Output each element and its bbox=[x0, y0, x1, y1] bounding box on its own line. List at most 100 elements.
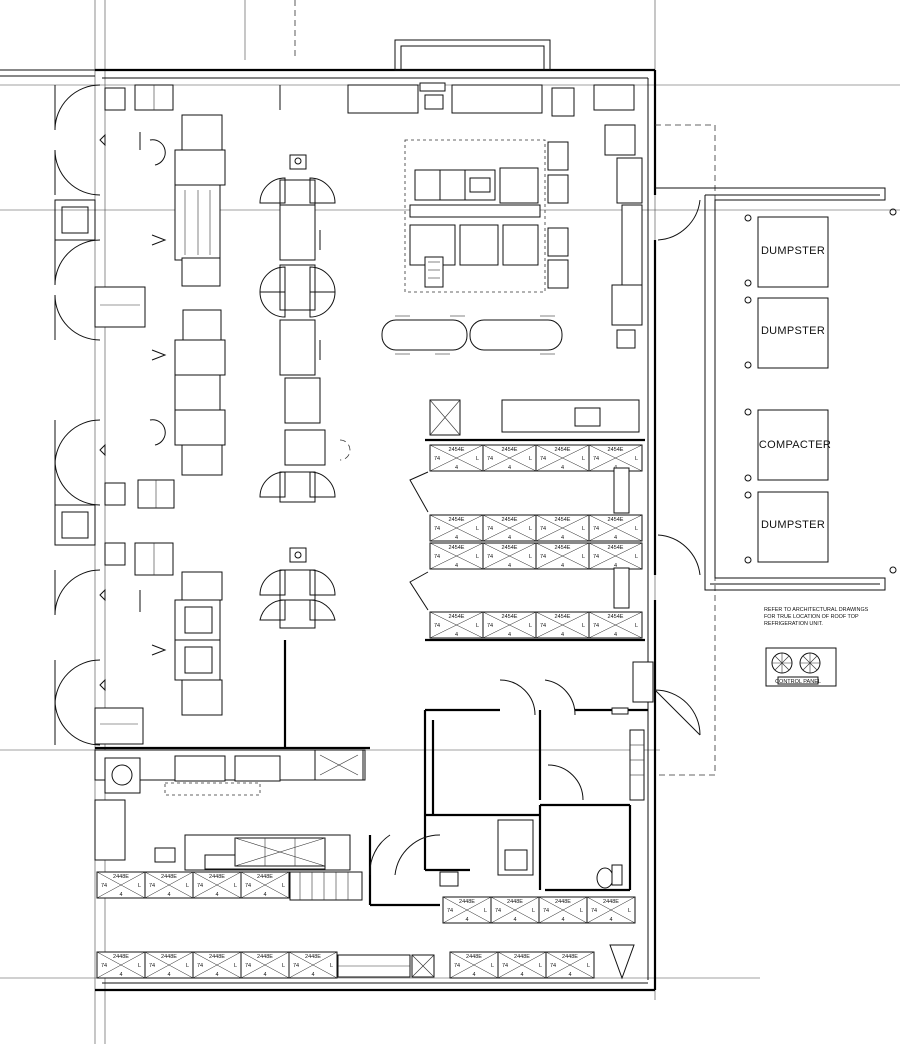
shelf-count-mark: 4 bbox=[167, 892, 170, 898]
shelf-code: 2454E bbox=[449, 447, 465, 453]
shelf-code: 2448E bbox=[257, 874, 273, 880]
shelf-depth-mark: 74 bbox=[495, 908, 501, 914]
shelf-code: 2454E bbox=[608, 545, 624, 551]
shelf-count-mark: 4 bbox=[311, 972, 314, 978]
shelf-level-mark: L bbox=[635, 623, 638, 629]
shelf-count-mark: 4 bbox=[561, 535, 564, 541]
shelf-level-mark: L bbox=[532, 908, 535, 914]
rooftop-condenser: CONTROL PANEL bbox=[765, 647, 837, 687]
condenser-label: CONTROL PANEL bbox=[775, 679, 821, 685]
shelf-count-mark: 4 bbox=[520, 972, 523, 978]
shelf-level-mark: L bbox=[282, 963, 285, 969]
shelf-level-mark: L bbox=[635, 554, 638, 560]
shelf-depth-mark: 74 bbox=[434, 554, 440, 560]
shelf-level-mark: L bbox=[635, 526, 638, 532]
shelf-depth-mark: 74 bbox=[101, 883, 107, 889]
shelf-code: 2448E bbox=[562, 954, 578, 960]
shelf-level-mark: L bbox=[580, 908, 583, 914]
exterior-area bbox=[655, 124, 897, 776]
shelf-code: 2448E bbox=[161, 874, 177, 880]
shelf-depth-mark: 74 bbox=[543, 908, 549, 914]
shelf-level-mark: L bbox=[330, 963, 333, 969]
shelf-count-mark: 4 bbox=[167, 972, 170, 978]
shelf-level-mark: L bbox=[234, 883, 237, 889]
shelf-depth-mark: 74 bbox=[434, 623, 440, 629]
shelf-count-mark: 4 bbox=[513, 917, 516, 923]
refrigeration-note: REFER TO ARCHITECTURAL DRAWINGS FOR TRUE… bbox=[764, 607, 869, 627]
shelf-count-mark: 4 bbox=[508, 465, 511, 471]
shelf-depth-mark: 74 bbox=[487, 456, 493, 462]
compacter: COMPACTER bbox=[757, 409, 831, 481]
shelf-code: 2454E bbox=[502, 545, 518, 551]
shelf-count-mark: 4 bbox=[263, 972, 266, 978]
east-doors bbox=[632, 199, 701, 736]
walk-in-shelving: 2454E74L42454E74L42454E74L42454E74L42454… bbox=[96, 444, 643, 979]
shelf-code: 2448E bbox=[507, 899, 523, 905]
south-kitchen-line bbox=[94, 749, 635, 980]
shelf-level-mark: L bbox=[529, 623, 532, 629]
shelf-count-mark: 4 bbox=[215, 972, 218, 978]
note-line-2: FOR TRUE LOCATION OF ROOF TOP bbox=[764, 614, 859, 620]
shelf-code: 2448E bbox=[466, 954, 482, 960]
shelf-level-mark: L bbox=[186, 883, 189, 889]
shelf-code: 2448E bbox=[161, 954, 177, 960]
left-door-swings bbox=[54, 84, 101, 746]
shelf-code: 2454E bbox=[502, 447, 518, 453]
shelf-depth-mark: 74 bbox=[593, 526, 599, 532]
end-shelf bbox=[613, 467, 630, 514]
shelf-depth-mark: 74 bbox=[101, 963, 107, 969]
shelf-code: 2454E bbox=[502, 614, 518, 620]
left-equipment bbox=[94, 84, 226, 745]
shelf-level-mark: L bbox=[138, 963, 141, 969]
shelf-level-mark: L bbox=[476, 554, 479, 560]
shelf-depth-mark: 74 bbox=[245, 963, 251, 969]
shelf-code: 2448E bbox=[603, 899, 619, 905]
shelf-depth-mark: 74 bbox=[502, 963, 508, 969]
center-equipment bbox=[259, 85, 351, 629]
shelf-level-mark: L bbox=[539, 963, 542, 969]
shelf-depth-mark: 74 bbox=[197, 963, 203, 969]
shelf-depth-mark: 74 bbox=[540, 623, 546, 629]
shelf-code: 2448E bbox=[113, 874, 129, 880]
shelf-count-mark: 4 bbox=[508, 632, 511, 638]
shelf-depth-mark: 74 bbox=[447, 908, 453, 914]
rear-rooms bbox=[497, 679, 645, 889]
shelf-count-mark: 4 bbox=[568, 972, 571, 978]
note-line-3: REFRIGERATION UNIT. bbox=[764, 621, 823, 627]
compacter-label: COMPACTER bbox=[759, 439, 831, 451]
shelf-count-mark: 4 bbox=[455, 632, 458, 638]
shelf-code: 2448E bbox=[113, 954, 129, 960]
shelf-level-mark: L bbox=[582, 526, 585, 532]
shelf-level-mark: L bbox=[582, 456, 585, 462]
shelf-code: 2454E bbox=[555, 517, 571, 523]
shelf-depth-mark: 74 bbox=[454, 963, 460, 969]
shelf-count-mark: 4 bbox=[508, 563, 511, 569]
shelf-code: 2454E bbox=[608, 614, 624, 620]
shelf-level-mark: L bbox=[484, 908, 487, 914]
top-wall-equipment bbox=[347, 82, 643, 436]
shelf-level-mark: L bbox=[582, 554, 585, 560]
shelf-depth-mark: 74 bbox=[149, 883, 155, 889]
shelf-code: 2454E bbox=[449, 614, 465, 620]
shelf-level-mark: L bbox=[476, 456, 479, 462]
rooftop-containers: DUMPSTER DUMPSTER COMPACTER DUMPSTER bbox=[757, 216, 831, 563]
shelf-count-mark: 4 bbox=[561, 563, 564, 569]
shelf-depth-mark: 74 bbox=[149, 963, 155, 969]
